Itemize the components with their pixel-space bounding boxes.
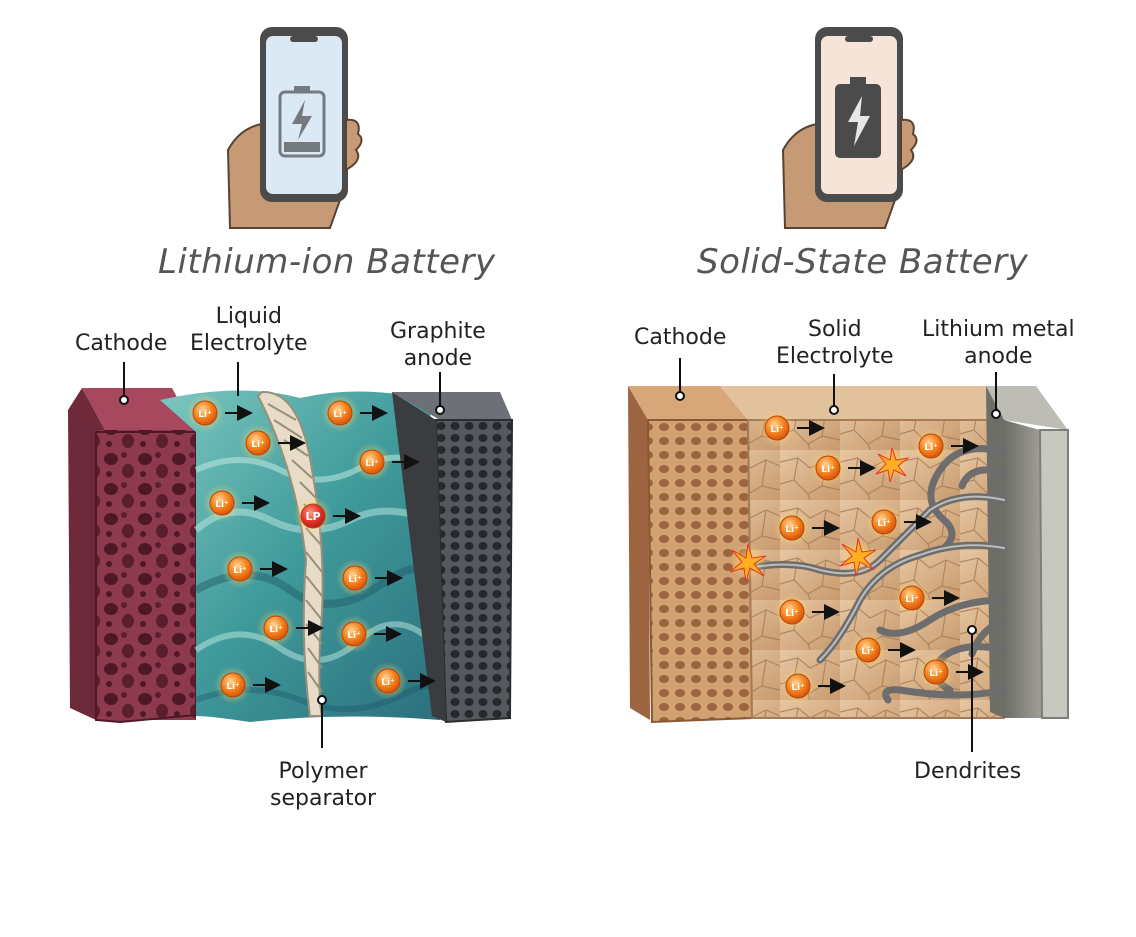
lithium-metal-anode-line2: anode [964,344,1033,369]
ion-label: Li⁺ [770,425,784,435]
ion-label: Li⁺ [924,443,938,453]
polymer-separator-line1: Polymer [278,759,368,784]
graphite-anode-label: Graphite anode [390,318,486,372]
lithium-metal-anode-layer [986,386,1069,719]
left-leader-lines [119,362,445,748]
polymer-separator-label: Polymer separator [270,758,376,812]
graphite-anode-layer [392,392,514,724]
liquid-electrolyte-label: Liquid Electrolyte [190,303,308,357]
ion-label: Li⁺ [365,459,379,469]
right-leader-lines [675,358,1001,752]
ion-label: Li⁺ [269,625,283,635]
solid-state-cathode-label: Cathode [634,324,726,351]
dendrites-text: Dendrites [914,759,1022,784]
ion-label: Li⁺ [226,682,240,692]
ss-ion-0: Li⁺ [758,409,825,447]
li-ion-ions: Li⁺ Li⁺ Li⁺ Li⁺ Li⁺ Li⁺ Li⁺ Li⁺ Li⁺ Li⁺ Li⁺ LP [186,394,436,704]
ion-label: Li⁺ [821,465,835,475]
ion-label: Li⁺ [929,669,943,679]
solid-state-ions: Li⁺ Li⁺ Li⁺ Li⁺ Li⁺ Li⁺ Li⁺ Li⁺ Li⁺ Li⁺ [758,409,984,705]
li-ion-2: Li⁺ [321,394,388,432]
li-ion-title: Lithium-ion Battery [158,242,496,282]
short-circuit-sparks [729,447,910,583]
li-ion-9: Li⁺ [214,666,281,704]
li-ion-4: Li⁺ [203,484,270,522]
li-ion-10: Li⁺ [369,662,436,700]
lp-ion: LP [294,497,361,535]
li-ion-7: Li⁺ [257,609,324,647]
ss-ion-1: Li⁺ [912,427,979,465]
solid-electrolyte-line1: Solid [807,317,862,342]
lithium-metal-anode-line1: Lithium metal [922,317,1075,342]
li-ion-3: Li⁺ [353,443,420,481]
dendrites-label: Dendrites [914,758,1021,785]
ion-label: Li⁺ [877,519,891,529]
ss-ion-4: Li⁺ [865,503,932,541]
li-ion-6: Li⁺ [336,559,403,597]
ion-label: Li⁺ [785,525,799,535]
ion-label: Li⁺ [233,566,247,576]
ion-label: LP [305,510,320,523]
graphite-anode-line1: Graphite [390,319,486,344]
phone-low-battery-icon [226,27,363,229]
ion-label: Li⁺ [333,410,347,420]
ion-label: Li⁺ [791,683,805,693]
ion-label: Li⁺ [198,410,212,420]
liquid-electrolyte-line1: Liquid [215,304,282,329]
ss-ion-8: Li⁺ [917,653,984,691]
ss-ion-6: Li⁺ [893,579,960,617]
ion-label: Li⁺ [251,440,265,450]
li-ion-cathode-text: Cathode [75,331,168,356]
li-ion-8: Li⁺ [335,615,402,653]
li-ion-cathode-label: Cathode [75,330,167,357]
ss-ion-2: Li⁺ [809,449,876,487]
ion-label: Li⁺ [905,595,919,605]
solid-electrolyte-layer [720,386,1005,719]
solid-state-title: Solid-State Battery [697,242,1029,282]
ion-label: Li⁺ [348,575,362,585]
ss-ion-5: Li⁺ [773,593,840,631]
phone-charging-battery-icon [781,27,918,229]
li-ion-5: Li⁺ [221,550,288,588]
solid-electrolyte-line2: Electrolyte [776,344,894,369]
ss-ion-3: Li⁺ [773,509,840,547]
polymer-separator-line2: separator [270,786,377,811]
ion-label: Li⁺ [861,647,875,657]
ion-label: Li⁺ [785,609,799,619]
ion-label: Li⁺ [215,500,229,510]
solid-electrolyte-label: Solid Electrolyte [776,316,894,370]
ion-label: Li⁺ [381,678,395,688]
li-ion-1: Li⁺ [239,424,306,462]
li-ion-cathode-layer [68,388,197,724]
lithium-metal-anode-label: Lithium metal anode [922,316,1075,370]
li-ion-0: Li⁺ [186,394,253,432]
dendrites-highlight [749,495,1005,661]
liquid-electrolyte-line2: Electrolyte [190,331,308,356]
ss-ion-7: Li⁺ [849,631,916,669]
solid-state-cathode-text: Cathode [634,325,727,350]
graphite-anode-line2: anode [403,346,473,371]
ion-label: Li⁺ [347,631,361,641]
ss-ion-9: Li⁺ [779,667,846,705]
